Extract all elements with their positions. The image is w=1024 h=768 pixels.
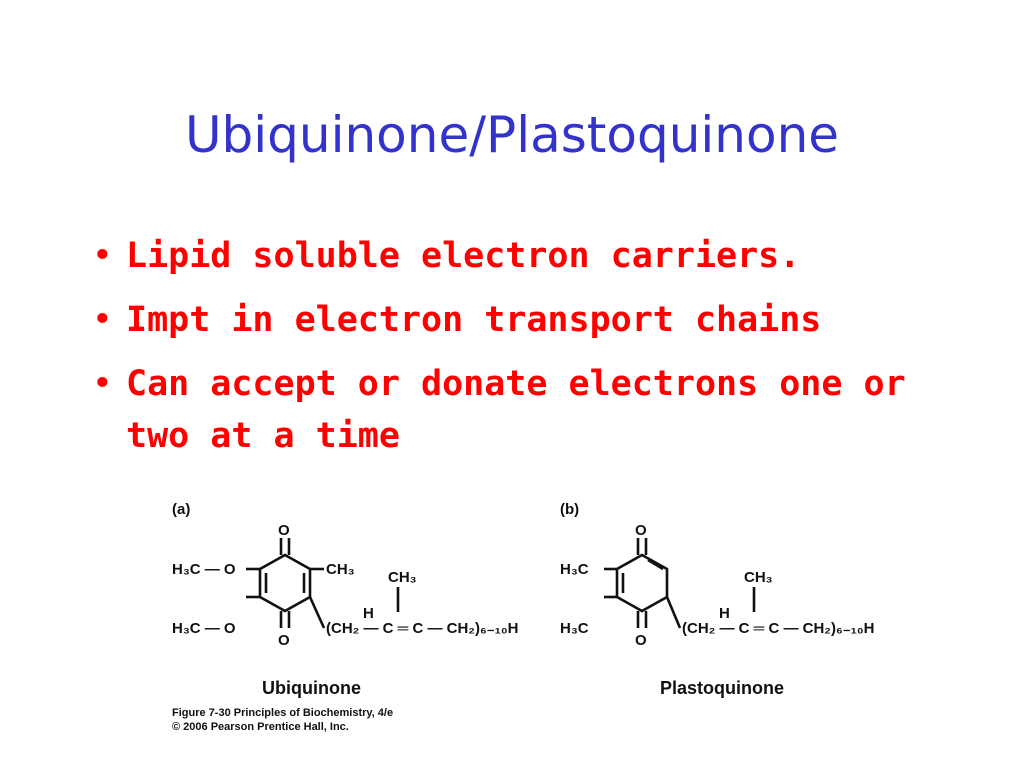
slide-title: Ubiquinone/Plastoquinone xyxy=(184,106,840,164)
bullet-dot: • xyxy=(92,364,113,404)
quinone-structures-figure: (a) O O H₃C — O H₃C — O CH₃ CH₃ xyxy=(160,492,900,742)
panel-a-label: (a) xyxy=(172,501,190,518)
bullet-text: Lipid soluble electron carriers. xyxy=(126,236,801,276)
plastoquinone-ring xyxy=(615,553,669,613)
methyl-top-right: CH₃ xyxy=(326,561,355,578)
structures-svg: (a) O O H₃C — O H₃C — O CH₃ CH₃ xyxy=(172,501,874,733)
ring-double-bond-top-right-b xyxy=(647,558,664,571)
oxygen-top: O xyxy=(278,522,290,539)
chain-formula-b: (CH₂ — C ═ C — CH₂)₆₋₁₀H xyxy=(682,620,874,637)
methyl-bottom-left-b: H₃C xyxy=(560,620,589,637)
bullet-item: • Can accept or donate electrons one or … xyxy=(86,358,936,462)
chain-bond-b xyxy=(665,596,682,629)
ubiquinone-ring xyxy=(258,553,312,613)
methoxy-bottom: H₃C — O xyxy=(172,620,236,637)
figure-credit-line1: Figure 7-30 Principles of Biochemistry, … xyxy=(172,707,393,719)
ubiquinone-name: Ubiquinone xyxy=(262,678,361,698)
chain-bond xyxy=(308,596,326,629)
bullet-item: • Lipid soluble electron carriers. xyxy=(86,230,936,282)
plastoquinone-name: Plastoquinone xyxy=(660,678,784,698)
chain-hydrogen-b: H xyxy=(719,605,730,622)
chain-methyl: CH₃ xyxy=(388,569,417,586)
chain-hydrogen: H xyxy=(363,605,374,622)
oxygen-bottom: O xyxy=(278,632,290,649)
bullet-list: • Lipid soluble electron carriers. • Imp… xyxy=(86,230,936,474)
bullet-dot: • xyxy=(92,300,113,340)
panel-b-label: (b) xyxy=(560,501,579,518)
chain-methyl-b: CH₃ xyxy=(744,569,773,586)
bullet-dot: • xyxy=(92,236,113,276)
oxygen-top-b: O xyxy=(635,522,647,539)
figure-credit-line2: © 2006 Pearson Prentice Hall, Inc. xyxy=(172,721,349,733)
oxygen-bottom-b: O xyxy=(635,632,647,649)
methoxy-top: H₃C — O xyxy=(172,561,236,578)
bullet-text: Impt in electron transport chains xyxy=(126,300,822,340)
chain-formula: (CH₂ — C ═ C — CH₂)₆₋₁₀H xyxy=(326,620,518,637)
bullet-text: Can accept or donate electrons one or tw… xyxy=(126,364,906,456)
methyl-top-left-b: H₃C xyxy=(560,561,589,578)
bullet-item: • Impt in electron transport chains xyxy=(86,294,936,346)
